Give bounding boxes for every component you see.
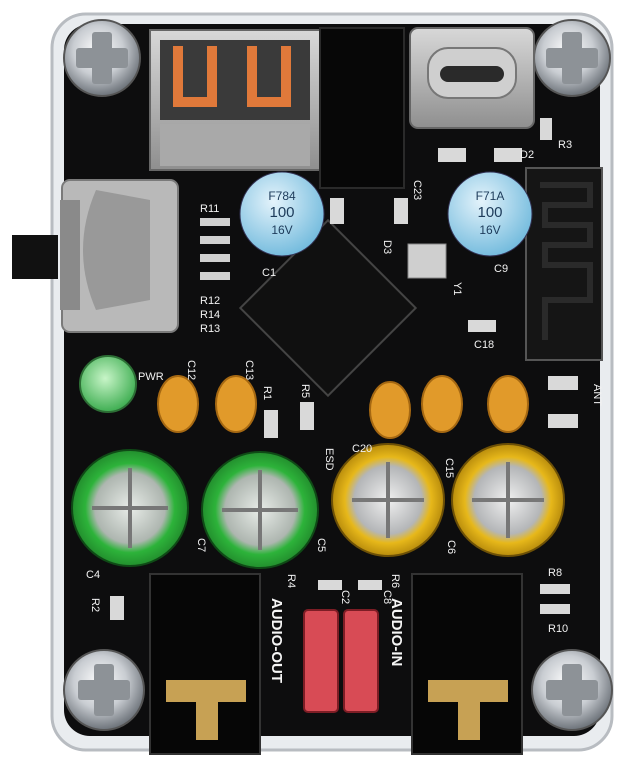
label-r14: R14 — [200, 309, 220, 321]
label-c20: C20 — [352, 443, 372, 455]
label-c5: C5 — [315, 538, 327, 552]
label-r8: R8 — [548, 567, 562, 579]
label-c23: C23 — [411, 180, 423, 200]
cap-c7 — [201, 451, 319, 569]
audio-in-jack — [411, 573, 523, 755]
cap-c4 — [71, 449, 189, 567]
svg-text:F784: F784 — [268, 189, 296, 203]
label-r3: R3 — [558, 139, 572, 151]
label-r11: R11 — [200, 203, 219, 215]
label-r4: R4 — [285, 574, 297, 588]
bluetooth-module — [525, 167, 603, 361]
cap-c20 — [331, 443, 445, 557]
cap-c9: F71A 100 16V — [447, 171, 533, 257]
black-connector — [319, 27, 405, 189]
label-c9: C9 — [494, 263, 508, 275]
label-c8: C8 — [381, 590, 393, 604]
usb-a-port — [149, 29, 321, 171]
label-r5: R5 — [299, 384, 311, 398]
label-y1: Y1 — [451, 282, 463, 295]
screw-bottom-left — [63, 649, 145, 731]
cap-c1: F784 100 16V — [239, 171, 325, 257]
ceramic-caps — [157, 375, 529, 439]
label-audio-in: AUDIO-IN — [388, 598, 405, 666]
svg-text:100: 100 — [269, 204, 294, 221]
usb-c-port — [409, 27, 535, 129]
main-ic — [238, 218, 418, 398]
label-c13: C13 — [243, 360, 255, 380]
svg-text:16V: 16V — [479, 223, 500, 237]
label-esd: ESD — [323, 448, 335, 471]
screw-top-left — [63, 19, 141, 97]
label-audio-out: AUDIO-OUT — [268, 598, 285, 683]
label-r10: R10 — [548, 623, 568, 635]
power-led — [79, 355, 137, 413]
label-c2: C2 — [339, 590, 351, 604]
side-switch — [12, 235, 58, 279]
label-ant: ANT — [591, 384, 603, 406]
label-c12: C12 — [185, 360, 197, 380]
label-d2: D2 — [520, 149, 534, 161]
label-r13: R13 — [200, 323, 220, 335]
svg-text:100: 100 — [477, 204, 502, 221]
label-r1: R1 — [261, 386, 273, 400]
screw-bottom-right — [531, 649, 613, 731]
label-c18: C18 — [474, 339, 494, 351]
label-r6: R6 — [389, 574, 401, 588]
crystal-y1 — [407, 243, 447, 279]
cap-c6 — [451, 443, 565, 557]
smd-parts — [110, 118, 578, 620]
svg-text:F71A: F71A — [476, 189, 505, 203]
resistor-stack — [200, 218, 230, 280]
label-c15: C15 — [443, 458, 455, 478]
label-d3: D3 — [381, 240, 393, 254]
rotary-volume — [60, 179, 179, 333]
label-c4: C4 — [86, 569, 100, 581]
audio-out-jack — [149, 573, 261, 755]
svg-text:16V: 16V — [271, 223, 292, 237]
label-r12: R12 — [200, 295, 220, 307]
label-c6: C6 — [445, 540, 457, 554]
label-c1: C1 — [262, 267, 276, 279]
label-pwr: PWR — [138, 371, 164, 383]
label-c7: C7 — [195, 538, 207, 552]
label-r2: R2 — [89, 598, 101, 612]
red-jumpers — [303, 609, 379, 713]
screw-top-right — [533, 19, 611, 97]
